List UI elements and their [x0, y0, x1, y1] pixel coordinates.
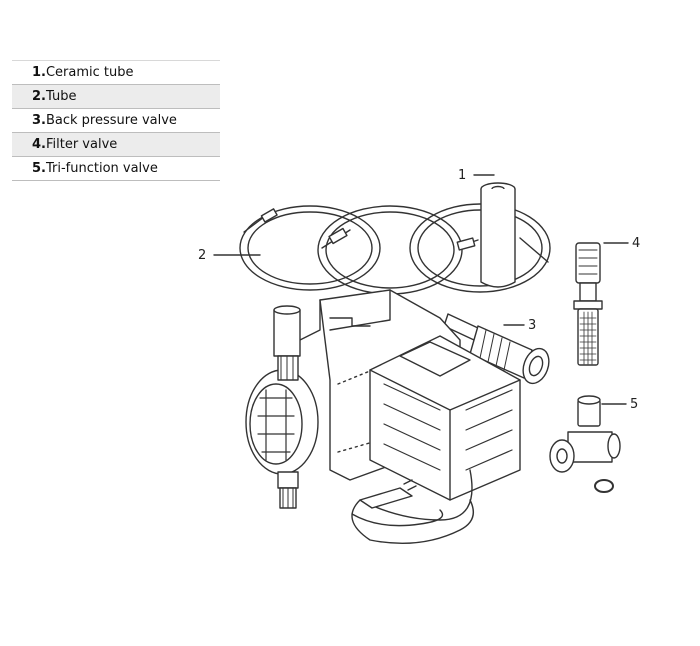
callout-3: 3 — [503, 318, 536, 333]
callout-number: 4 — [632, 236, 640, 251]
ceramic-tube — [480, 182, 516, 288]
legend-item-label: Tube — [45, 89, 77, 104]
filter-valve — [573, 242, 603, 366]
legend-item-label: Ceramic tube — [45, 65, 134, 80]
tube-coils — [239, 203, 551, 295]
legend-item-ceramic-tube: 1.Ceramic tube — [12, 61, 220, 85]
callout-number: 3 — [528, 318, 536, 333]
callout-number: 2 — [198, 248, 206, 263]
legend-item-label: Filter valve — [45, 137, 118, 152]
legend-item-number: 4. — [32, 137, 46, 152]
legend-item-back-pressure-valve: 3.Back pressure valve — [12, 109, 220, 133]
legend-item-filter-valve: 4.Filter valve — [12, 133, 220, 157]
tri-function-valve — [549, 395, 621, 493]
callout-5: 5 — [601, 397, 638, 412]
legend-item-number: 5. — [32, 161, 46, 176]
callout-1: 1 — [458, 168, 495, 183]
legend-item-number: 3. — [32, 113, 46, 128]
back-pressure-valve — [443, 313, 550, 385]
callout-4: 4 — [603, 236, 640, 251]
legend-item-tube: 2.Tube — [12, 85, 220, 109]
legend-item-number: 2. — [32, 89, 46, 104]
pump-body — [245, 289, 521, 544]
legend-item-label: Tri-function valve — [45, 161, 158, 176]
callout-number: 5 — [630, 397, 638, 412]
legend-item-label: Back pressure valve — [45, 113, 177, 128]
callout-2: 2 — [198, 248, 261, 263]
legend-item-number: 1. — [32, 65, 46, 80]
callout-number: 1 — [458, 168, 466, 183]
parts-legend: 1.Ceramic tube 2.Tube 3.Back pressure va… — [12, 60, 220, 181]
legend-item-tri-function-valve: 5.Tri-function valve — [12, 157, 220, 181]
